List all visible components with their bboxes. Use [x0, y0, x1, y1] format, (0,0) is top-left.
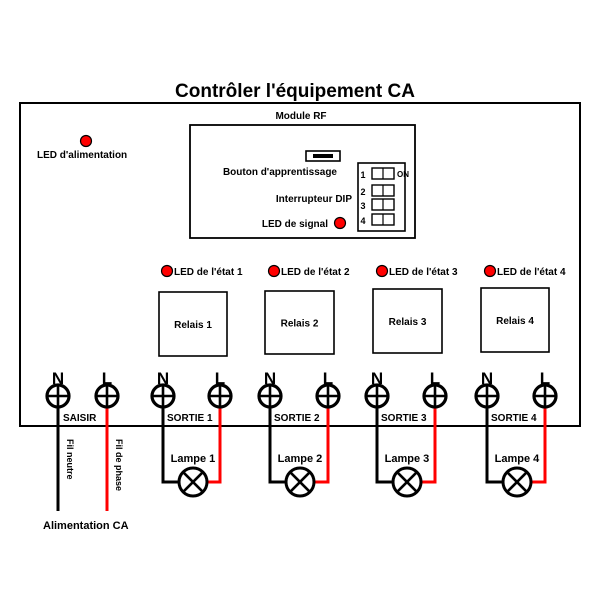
output-label: SORTIE 3	[381, 413, 427, 424]
output-phase-wire	[531, 396, 547, 484]
terminal-letter: N	[264, 369, 276, 388]
output-2: N L SORTIE 2 Lampe 2	[257, 369, 341, 498]
phase-wire-label: Fil de phase	[114, 439, 124, 491]
screw-terminal[interactable]: L	[315, 369, 341, 409]
learn-button[interactable]	[305, 150, 341, 162]
dip-switch-4[interactable]: 4	[360, 213, 395, 226]
diagram-title: Contrôler l'équipement CA	[175, 81, 415, 102]
controller-box	[19, 102, 581, 427]
screw-terminal[interactable]: N	[150, 369, 176, 409]
signal-led-label: LED de signal	[262, 219, 328, 230]
dip-switch-number: 3	[360, 201, 365, 211]
status-led-label: LED de l'état 4	[497, 267, 566, 278]
screw-terminal[interactable]: L	[422, 369, 448, 409]
terminal-letter: N	[157, 369, 169, 388]
output-neutral-wire	[161, 396, 179, 484]
output-label: SORTIE 1	[167, 413, 213, 424]
dip-switch-3[interactable]: 3	[360, 198, 395, 211]
power-led-icon	[79, 134, 93, 148]
output-neutral-wire	[485, 396, 503, 484]
relay-label: Relais 2	[281, 319, 319, 330]
screw-terminal[interactable]: L	[532, 369, 558, 409]
lamp-label: Lampe 3	[385, 453, 430, 465]
lamp-label: Lampe 4	[495, 453, 541, 465]
terminal-letter: L	[430, 369, 440, 388]
status-led-icon	[483, 264, 497, 278]
output-phase-wire	[207, 396, 222, 484]
status-led-label: LED de l'état 2	[281, 267, 350, 278]
status-led-label: LED de l'état 3	[389, 267, 458, 278]
lamp-icon	[501, 466, 533, 498]
terminal-letter: L	[540, 369, 550, 388]
dip-switch-number: 1	[360, 170, 365, 180]
rf-module-title: Module RF	[275, 111, 326, 122]
ac-supply-label: Alimentation CA	[43, 520, 129, 532]
channel-4: LED de l'état 4 Relais 4	[480, 264, 566, 353]
channel-2: LED de l'état 2 Relais 2	[264, 264, 350, 355]
input-label: SAISIR	[63, 413, 97, 424]
output-phase-wire	[421, 396, 437, 484]
status-led-icon	[160, 264, 174, 278]
output-3: N L SORTIE 3 Lampe 3	[364, 369, 448, 498]
screw-terminal[interactable]: N	[364, 369, 390, 409]
relay-box	[372, 288, 443, 354]
dip-switch-1[interactable]: 1	[360, 167, 395, 180]
status-led-icon	[375, 264, 389, 278]
terminal-letter: N	[52, 369, 64, 388]
channel-1: LED de l'état 1 Relais 1	[158, 264, 243, 357]
lamp-icon	[391, 466, 423, 498]
output-phase-wire	[314, 396, 330, 484]
dip-switch-number: 2	[360, 187, 365, 197]
screw-terminal[interactable]: L	[207, 369, 233, 409]
neutral-wire-label: Fil neutre	[65, 439, 75, 480]
dip-switch-label: Interrupteur DIP	[276, 194, 352, 205]
screw-terminal[interactable]: N	[474, 369, 500, 409]
channel-3: LED de l'état 3 Relais 3	[372, 264, 458, 354]
relay-label: Relais 3	[389, 317, 427, 328]
screw-terminal[interactable]: N	[45, 369, 71, 409]
relay-box	[158, 291, 228, 357]
terminal-letter: N	[481, 369, 493, 388]
dip-switch-number: 4	[360, 216, 365, 226]
status-led-label: LED de l'état 1	[174, 267, 243, 278]
dip-switch-block	[357, 162, 406, 232]
power-led-label: LED d'alimentation	[37, 150, 127, 161]
terminal-letter: L	[102, 369, 112, 388]
lamp-icon	[284, 466, 316, 498]
output-neutral-wire	[268, 396, 286, 484]
signal-led-icon	[333, 216, 347, 230]
learn-button-label: Bouton d'apprentissage	[223, 167, 337, 178]
output-label: SORTIE 2	[274, 413, 320, 424]
output-label: SORTIE 4	[491, 413, 537, 424]
relay-label: Relais 1	[174, 320, 212, 331]
terminal-letter: N	[371, 369, 383, 388]
dip-on-label: ON	[397, 170, 409, 179]
output-neutral-wire	[375, 396, 393, 484]
screw-terminal[interactable]: L	[94, 369, 120, 409]
relay-label: Relais 4	[496, 316, 534, 327]
dip-switch-2[interactable]: 2	[360, 184, 395, 197]
status-led-icon	[267, 264, 281, 278]
relay-box	[264, 290, 335, 355]
terminal-letter: L	[215, 369, 225, 388]
terminal-letter: L	[323, 369, 333, 388]
output-1: N L SORTIE 1 Lampe 1	[150, 369, 233, 498]
output-4: N L SORTIE 4 Lampe 4	[474, 369, 558, 498]
screw-terminal[interactable]: N	[257, 369, 283, 409]
lamp-label: Lampe 2	[278, 453, 323, 465]
lamp-label: Lampe 1	[171, 453, 216, 465]
lamp-icon	[177, 466, 209, 498]
rf-module-box	[189, 124, 416, 239]
relay-box	[480, 287, 550, 353]
